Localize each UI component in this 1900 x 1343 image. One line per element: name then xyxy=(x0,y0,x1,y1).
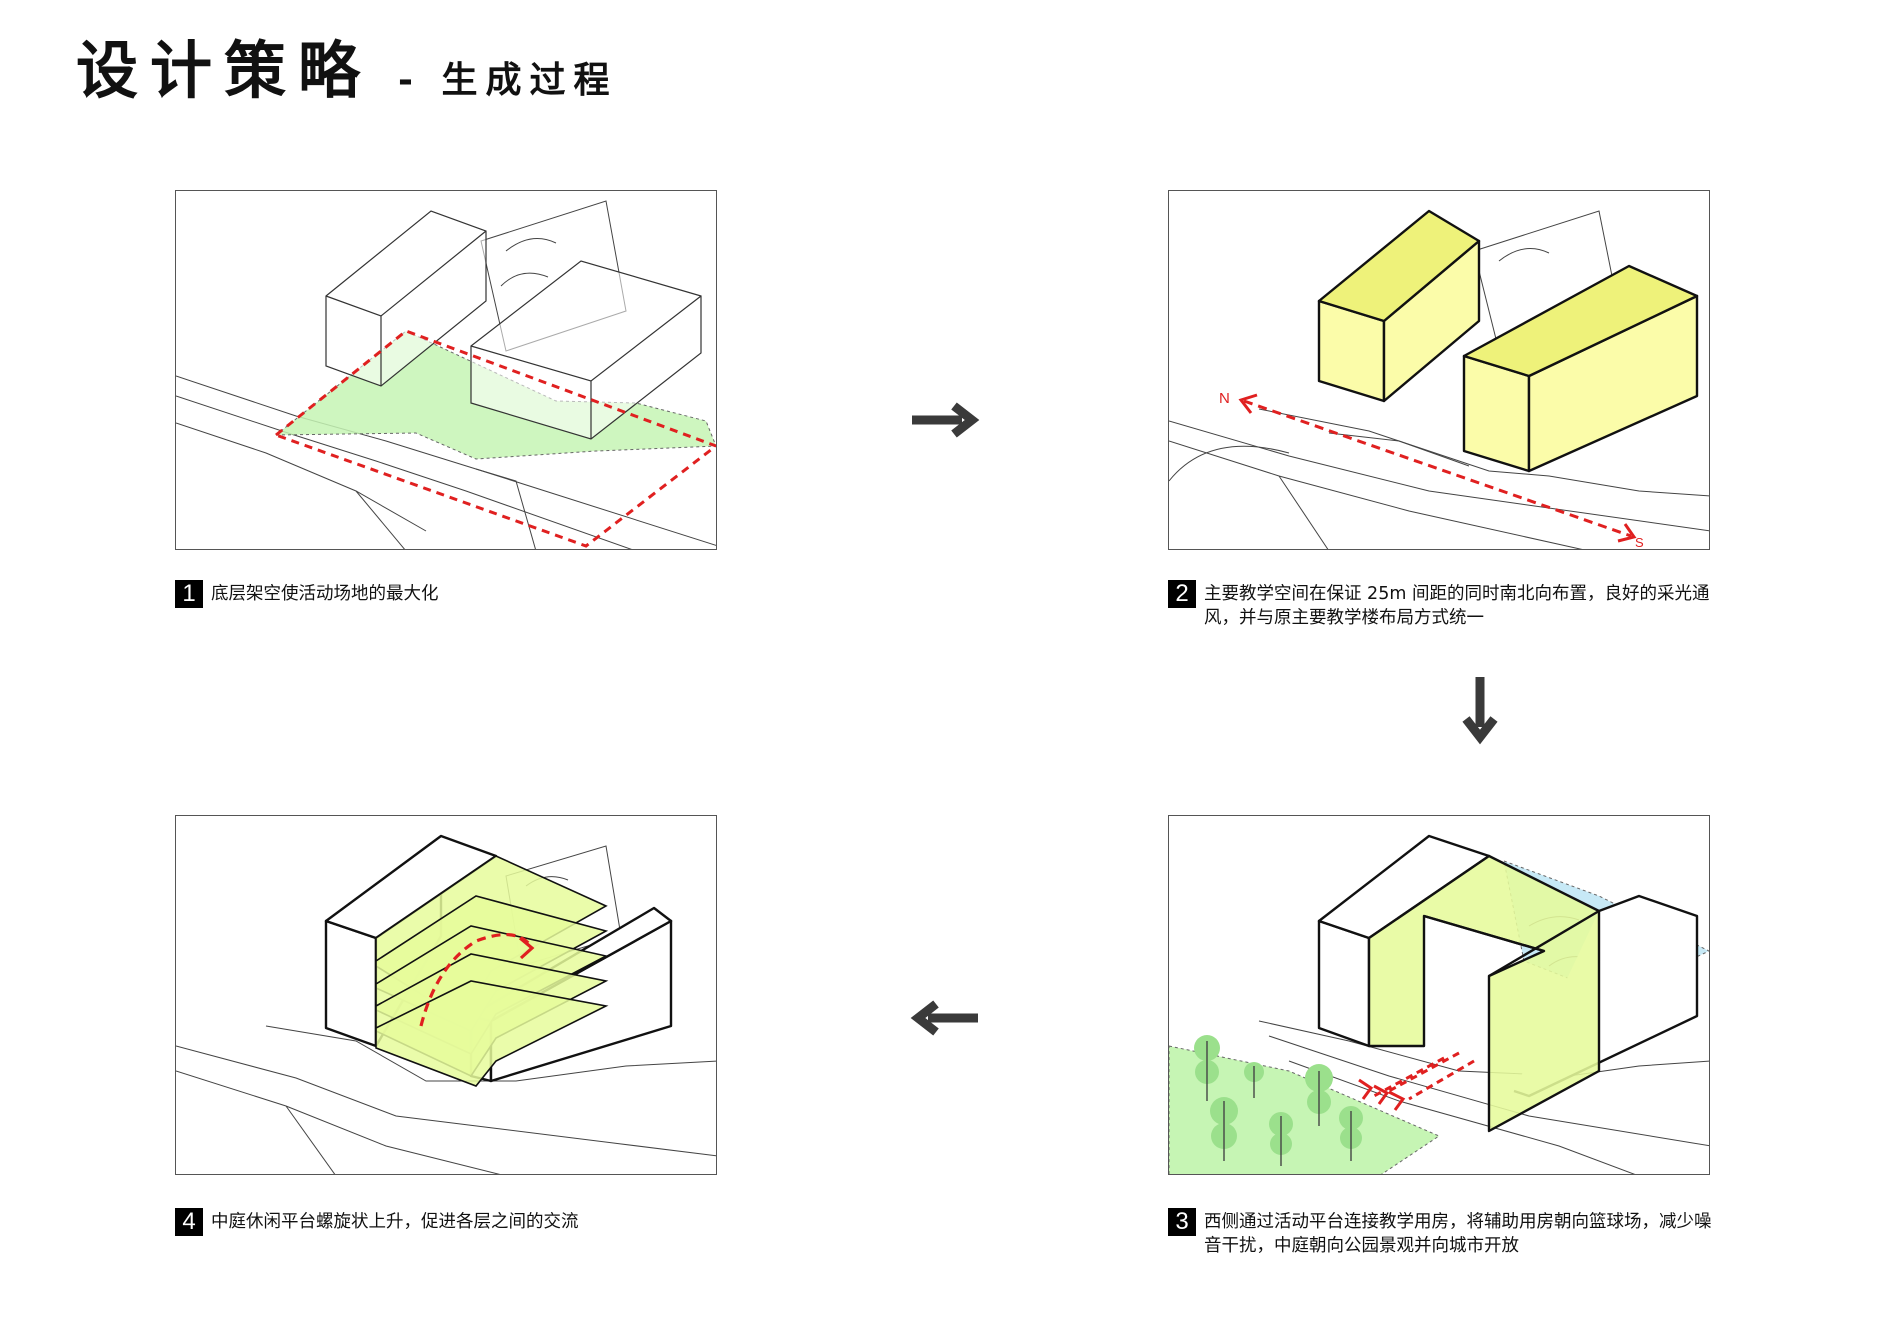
diagram-panel-4 xyxy=(175,815,717,1175)
diagram-panel-2: N S xyxy=(1168,190,1710,550)
step-1-text: 底层架空使活动场地的最大化 xyxy=(211,584,439,604)
step-2-number: 2 xyxy=(1168,580,1196,608)
arrow-right-icon xyxy=(912,402,980,438)
step-4-number: 4 xyxy=(175,1208,203,1236)
page-subtitle: - 生成过程 xyxy=(398,60,618,101)
diagram-2-drawing: N S xyxy=(1169,209,1709,550)
step-2-caption: 2 主要教学空间在保证 25m 间距的同时南北向布置，良好的采光通风，并与原主要… xyxy=(1168,580,1728,630)
diagram-1-drawing xyxy=(176,200,716,549)
compass-south-label: S xyxy=(1635,535,1644,550)
step-2-text: 主要教学空间在保证 25m 间距的同时南北向布置，良好的采光通风，并与原主要教学… xyxy=(1204,584,1710,628)
page-header: 设计策略 - 生成过程 xyxy=(76,40,618,103)
step-3-text: 西侧通过活动平台连接教学用房，将辅助用房朝向篮球场，减少噪音干扰，中庭朝向公园景… xyxy=(1204,1212,1712,1256)
page-title: 设计策略 xyxy=(76,34,373,107)
step-3-caption: 3 西侧通过活动平台连接教学用房，将辅助用房朝向篮球场，减少噪音干扰，中庭朝向公… xyxy=(1168,1208,1728,1258)
arrow-down-icon xyxy=(1462,677,1498,745)
step-4-text: 中庭休闲平台螺旋状上升，促进各层之间的交流 xyxy=(211,1212,579,1232)
diagram-3-drawing xyxy=(1169,834,1709,1174)
diagram-panel-3 xyxy=(1168,815,1710,1175)
diagram-4-drawing xyxy=(176,834,716,1174)
step-1-number: 1 xyxy=(175,580,203,608)
diagram-panel-1 xyxy=(175,190,717,550)
arrow-left-icon xyxy=(910,1000,978,1036)
compass-arrow-icon xyxy=(1238,393,1637,543)
compass-north-label: N xyxy=(1219,390,1230,407)
step-4-caption: 4 中庭休闲平台螺旋状上升，促进各层之间的交流 xyxy=(175,1208,735,1236)
step-3-number: 3 xyxy=(1168,1208,1196,1236)
step-1-caption: 1 底层架空使活动场地的最大化 xyxy=(175,580,735,608)
